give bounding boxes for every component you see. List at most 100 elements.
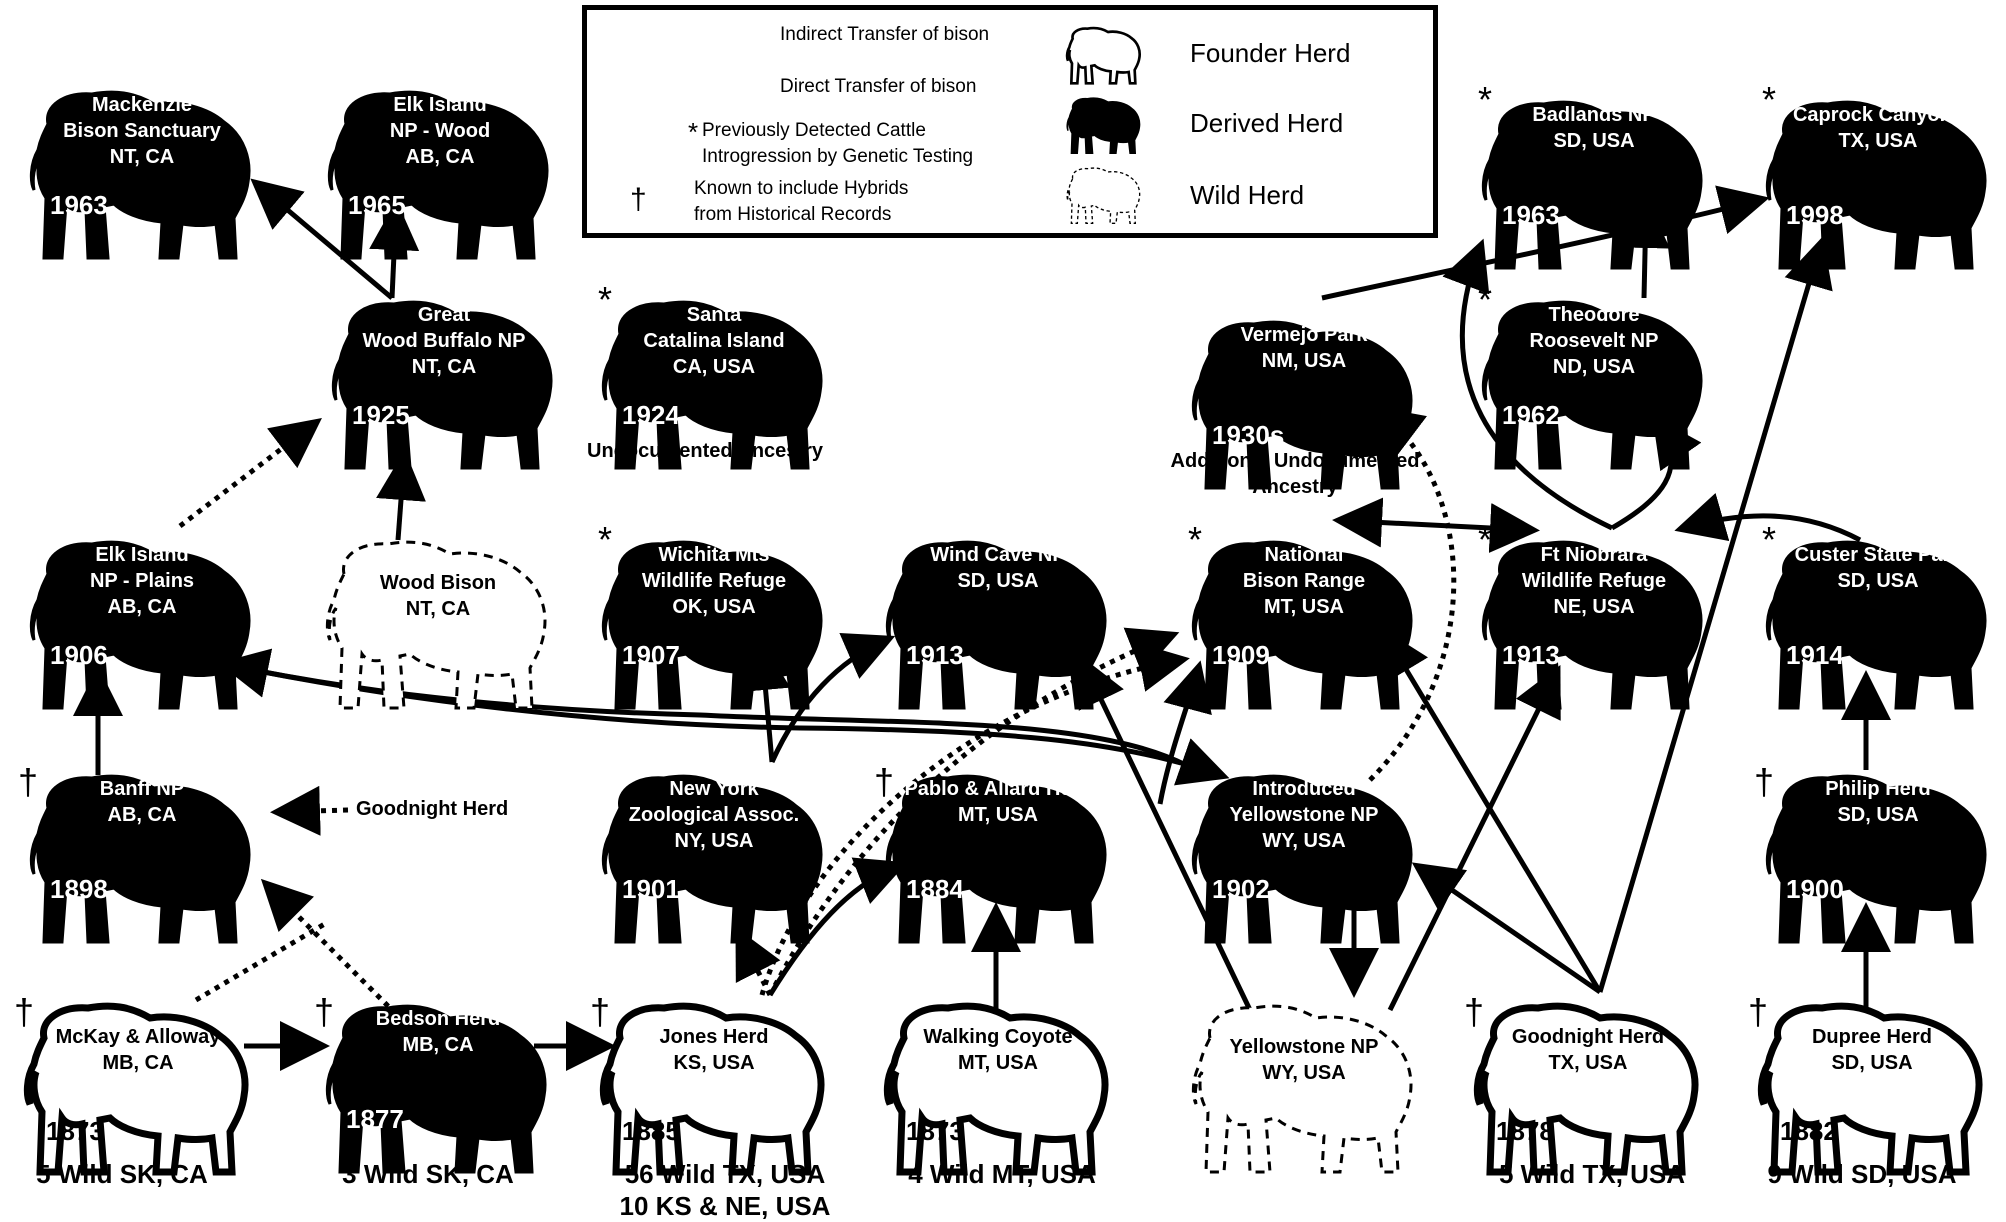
herd-nyza: New York Zoological Assoc. NY, USA 1901	[596, 770, 832, 950]
herd-wood-bison: Wood Bison NT, CA	[320, 536, 556, 716]
herd-name: Theodore Roosevelt NP ND, USA	[1529, 304, 1659, 378]
herd-name: Banff NP AB, CA	[99, 778, 185, 826]
source-mckay: 5 Wild SK, CA	[36, 1159, 208, 1189]
herd-name: Elk Island NP - Wood AB, CA	[389, 94, 491, 168]
herd-wind-cave: Wind Cave NP SD, USA 1913	[880, 536, 1116, 716]
herd-walking-coyote: Walking Coyote MT, USA 1873	[880, 1000, 1116, 1180]
herd-year: 1907	[622, 640, 680, 670]
legend-derived-label: Derived Herd	[1190, 108, 1344, 138]
herd-name: Badlands NP SD, USA	[1532, 104, 1656, 152]
legend-asterisk-label: Previously Detected Cattle Introgression…	[702, 120, 974, 167]
herd-year: 1900	[1786, 874, 1844, 904]
herd-year: 1898	[50, 874, 108, 904]
legend-founder-icon	[1065, 26, 1141, 85]
indirect-bedson-to-banff	[260, 878, 398, 1016]
arrow-niobrara-to-roosevelt	[1610, 415, 1702, 531]
legend-derived-icon	[1066, 97, 1141, 154]
herd-year: 1963	[1502, 200, 1560, 230]
herd-year: 1924	[622, 400, 680, 430]
herd-year: 1901	[622, 874, 680, 904]
arrow-goodnight-to-introduced	[1411, 862, 1602, 995]
herd-year: 1913	[906, 640, 964, 670]
herd-name: Ft Niobrara Wildlife Refuge NE, USA	[1521, 544, 1667, 618]
herd-badlands: Badlands NP SD, USA 1963 *	[1476, 82, 1712, 276]
herd-name: New York Zoological Assoc. NY, USA	[628, 778, 800, 852]
cattle-introgression-marker: *	[598, 279, 613, 320]
herd-name: Goodnight Herd TX, USA	[1511, 1026, 1665, 1074]
herd-year: 1884	[906, 874, 964, 904]
herd-niobrara: Ft Niobrara Wildlife Refuge NE, USA 1913 *	[1476, 522, 1712, 716]
herd-year: 1962	[1502, 400, 1560, 430]
herd-name: National Bison Range MT, USA	[1242, 544, 1366, 618]
cattle-introgression-marker: *	[1762, 79, 1777, 120]
herd-year: 1925	[352, 400, 410, 430]
herd-roosevelt: Theodore Roosevelt NP ND, USA 1962 *	[1476, 282, 1712, 476]
herd-name: Bedson Herd MB, CA	[375, 1008, 501, 1056]
bison-wild-icon	[1191, 1004, 1413, 1174]
herd-jones: Jones Herd KS, USA 1885 †	[590, 994, 832, 1180]
arrow-wood-bison-to-great-wood	[376, 450, 426, 541]
herd-year: 1913	[1502, 640, 1560, 670]
herd-name: Mackenzie Bison Sanctuary NT, CA	[63, 94, 221, 168]
indirect-goodnight-label-to-banff	[270, 785, 349, 836]
indirect-introduced-to-vermejo	[1368, 405, 1457, 782]
herd-year: 1906	[50, 640, 108, 670]
cattle-introgression-marker: *	[598, 519, 613, 560]
legend-wild-icon	[1066, 167, 1141, 224]
hybrid-marker: †	[874, 761, 895, 802]
herd-name: Wind Cave NP SD, USA	[930, 544, 1066, 592]
legend	[582, 5, 1438, 238]
cattle-introgression-marker: *	[1478, 279, 1493, 320]
herd-year: 1885	[622, 1116, 680, 1146]
catalina-note: Undocumented Ancestry	[587, 440, 823, 462]
herd-yellowstone: Yellowstone NP WY, USA	[1186, 1000, 1422, 1180]
herd-year: 1878	[1496, 1116, 1554, 1146]
arrow-great-wood-to-mackenzie	[250, 178, 394, 300]
herd-name: Jones Herd KS, USA	[659, 1026, 769, 1074]
herd-year: 1909	[1212, 640, 1270, 670]
arrow-vermejo-to-caprock	[1321, 185, 1770, 301]
hybrid-marker: †	[590, 991, 611, 1032]
cattle-introgression-marker: *	[1762, 519, 1777, 560]
cattle-introgression-marker: *	[1478, 519, 1493, 560]
source-jones: 56 Wild TX, USA 10 KS & NE, USA	[619, 1159, 831, 1221]
source-dupree: 9 Wild SD, USA	[1767, 1159, 1957, 1189]
cattle-introgression-marker: *	[1478, 79, 1493, 120]
legend-founder-label: Founder Herd	[1190, 38, 1351, 68]
herd-name: Philip Herd SD, USA	[1825, 778, 1931, 826]
hybrid-marker: †	[314, 991, 335, 1032]
arrow-custer-to-niobrara	[1674, 492, 1862, 543]
arrow-yellowstone-to-niobrara	[1387, 665, 1561, 1012]
legend-dagger-icon: †	[630, 183, 647, 216]
herd-year: 1882	[1780, 1116, 1838, 1146]
herd-wichita: Wichita Mts Wildlife Refuge OK, USA 1907 *	[596, 522, 832, 716]
herd-name: Custer State Park SD, USA	[1794, 544, 1962, 592]
herd-name: Yellowstone NP WY, USA	[1229, 1036, 1379, 1084]
hybrid-marker: †	[18, 761, 39, 802]
herd-name: Wichita Mts Wildlife Refuge OK, USA	[641, 544, 787, 618]
herd-year: 1873	[906, 1116, 964, 1146]
herd-name: Walking Coyote MT, USA	[923, 1026, 1073, 1074]
herd-year: 1930s	[1212, 420, 1285, 450]
legend-dagger-label: Known to include Hybrids from Historical…	[694, 178, 909, 225]
herd-name: Caprock Canyons TX, USA	[1792, 104, 1964, 152]
herd-name: Santa Catalina Island CA, USA	[643, 304, 785, 378]
herd-year: 1914	[1786, 640, 1844, 670]
herd-name: McKay & Alloway MB, CA	[55, 1026, 221, 1074]
indirect-mckay-to-banff	[194, 919, 330, 1003]
herd-banff: Banff NP AB, CA 1898 †	[18, 764, 260, 950]
legend-wild-label: Wild Herd	[1190, 180, 1305, 210]
indirect-jones-to-nyza	[735, 927, 781, 997]
